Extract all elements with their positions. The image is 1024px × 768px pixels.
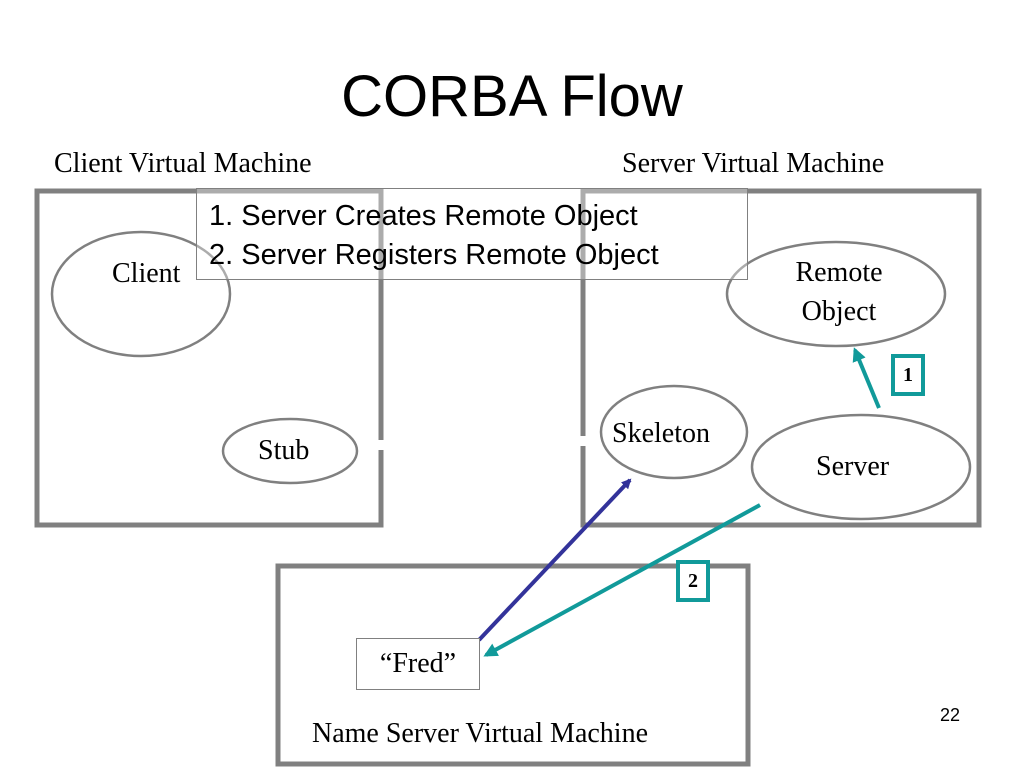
- name-server-vm-box: [275, 563, 751, 767]
- remote-object-label-line2: Object: [801, 296, 877, 327]
- server-label: Server: [816, 451, 890, 482]
- server-vm-border-gap: [578, 436, 588, 446]
- fred-name-entry: “Fred”: [356, 638, 480, 690]
- server-to-fred-arrow: [483, 503, 761, 657]
- step-1-text: 1. Server Creates Remote Object: [209, 200, 638, 232]
- stub-label: Stub: [258, 435, 310, 466]
- stub-ellipse: [221, 417, 359, 485]
- remote-object-label-line1: Remote: [795, 257, 883, 288]
- client-vm-border-gap: [376, 440, 386, 450]
- server-vm-label: Server Virtual Machine: [622, 148, 885, 179]
- name-server-vm-label: Name Server Virtual Machine: [312, 718, 649, 749]
- skeleton-ellipse: [599, 384, 749, 480]
- step-2-text: 2. Server Registers Remote Object: [209, 239, 659, 271]
- skeleton-label: Skeleton: [612, 418, 710, 449]
- server-vm-box: [580, 188, 982, 528]
- page-number: 22: [940, 705, 961, 725]
- server-ellipse: [750, 413, 972, 521]
- step-1-badge: 1: [891, 354, 925, 396]
- client-ellipse: [50, 230, 232, 358]
- remote-object-ellipse: [725, 240, 947, 348]
- client-vm-label: Client Virtual Machine: [54, 148, 312, 179]
- steps-callout: 1. Server Creates Remote Object 2. Serve…: [196, 188, 748, 280]
- client-label: Client: [112, 258, 181, 289]
- slide-title: CORBA Flow: [341, 64, 683, 129]
- client-vm-box: [34, 188, 384, 528]
- step-2-badge: 2: [676, 560, 710, 602]
- server-to-remote-object-arrow: [852, 347, 881, 409]
- register-to-skeleton-arrow: [477, 478, 632, 642]
